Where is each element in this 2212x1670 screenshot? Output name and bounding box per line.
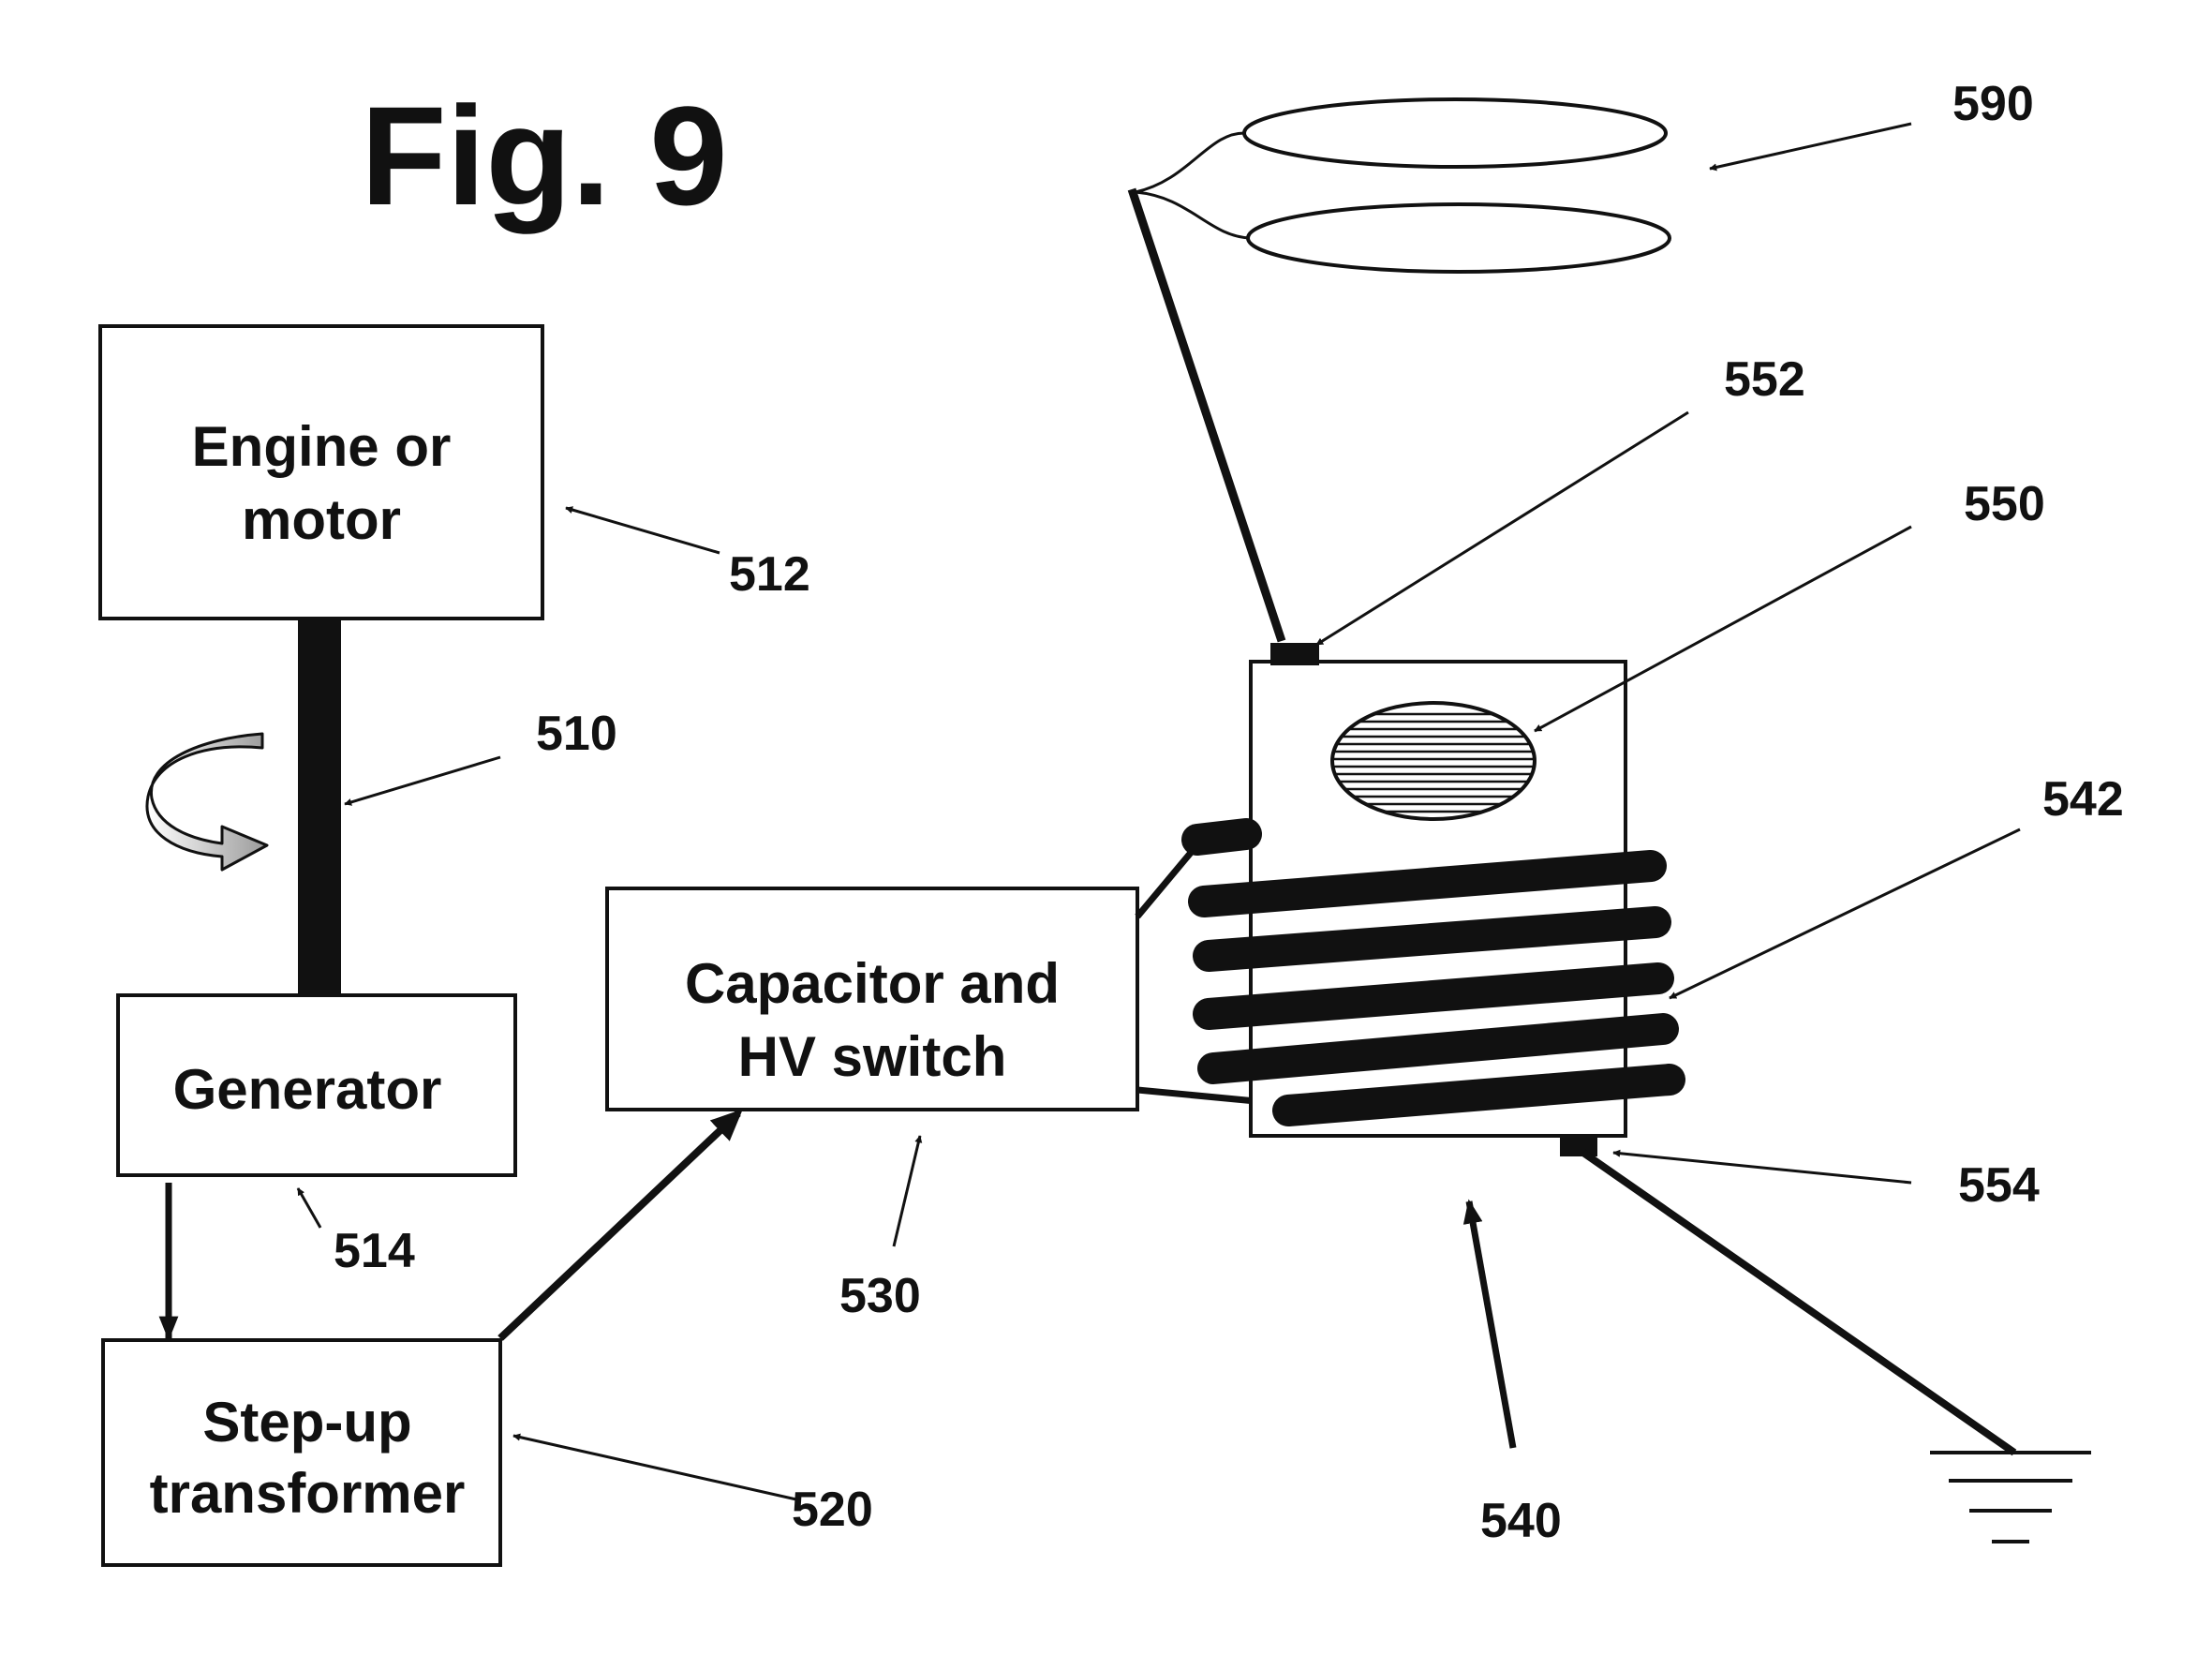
leader-542: [1669, 828, 2021, 1000]
generator-label: Generator: [173, 1058, 442, 1121]
capacitor-label-line1: Capacitor and: [685, 952, 1060, 1015]
ref-542: 542: [2042, 772, 2124, 827]
drive-shaft: [298, 619, 341, 995]
leader-512: [565, 506, 720, 555]
ref-590: 590: [1952, 77, 2034, 131]
top-terminal: [1270, 643, 1319, 665]
leader-540: [1462, 1199, 1517, 1449]
coil-windings: [1181, 818, 1685, 1126]
engine-label-line1: Engine or: [192, 415, 452, 478]
engine-label-line2: motor: [242, 488, 401, 551]
antenna-loops: [1135, 97, 1671, 274]
ref-510: 510: [536, 707, 617, 761]
leader-554: [1612, 1149, 1912, 1185]
antenna-feed-wire: [1127, 187, 1286, 643]
leader-552: [1315, 410, 1689, 647]
leader-530: [892, 1135, 923, 1247]
ref-550: 550: [1964, 477, 2045, 531]
ground-icon: [1930, 1451, 2091, 1543]
transformer-label-line1: Step-up: [202, 1391, 411, 1454]
ground-wire: [1581, 1149, 2017, 1456]
ref-552: 552: [1724, 352, 1805, 407]
transformer-to-capacitor-arrow: [497, 1109, 743, 1341]
capacitor-top-lead: [1135, 845, 1197, 919]
capacitor-hv-switch-block: Capacitor and HV switch: [605, 887, 1139, 1111]
leader-520: [512, 1433, 797, 1501]
ref-512: 512: [729, 547, 810, 602]
generator-block: Generator: [116, 993, 517, 1177]
figure-title: Fig. 9: [361, 77, 728, 234]
leader-550: [1534, 525, 1912, 733]
ref-514: 514: [334, 1224, 415, 1278]
rotation-arrow-icon: [145, 732, 269, 872]
ref-530: 530: [839, 1269, 921, 1323]
bottom-terminal: [1560, 1136, 1597, 1156]
ref-520: 520: [792, 1483, 873, 1537]
leader-arrows: [296, 122, 2021, 1501]
step-up-transformer-block: Step-up transformer: [101, 1338, 502, 1567]
leader-590: [1709, 122, 1912, 171]
capacitor-label-line2: HV switch: [738, 1025, 1007, 1088]
leader-510: [344, 755, 501, 806]
ref-554: 554: [1958, 1158, 2040, 1213]
transformer-label-line2: transformer: [150, 1462, 466, 1525]
ref-540: 540: [1480, 1494, 1562, 1548]
leader-514: [296, 1187, 322, 1229]
engine-or-motor-block: Engine or motor: [98, 324, 544, 620]
